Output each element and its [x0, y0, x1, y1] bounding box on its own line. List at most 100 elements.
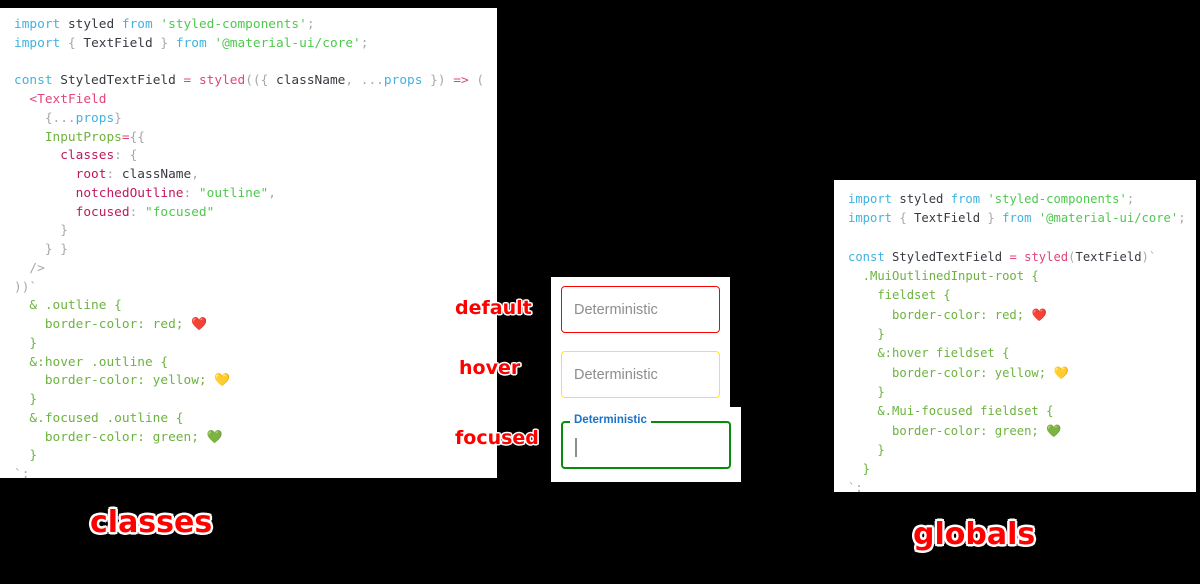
code-token-punc: :: [129, 204, 145, 220]
code-token-kw: const: [14, 73, 53, 89]
code-token-punc: } }: [14, 242, 68, 257]
code-token-prop: root: [14, 167, 107, 182]
code-token-plain: className: [121, 167, 192, 182]
code-block-globals[interactable]: import styled from 'styled-components';i…: [848, 190, 1196, 492]
code-token-css: border-color: red;: [14, 317, 192, 332]
code-token-plain: StyledTextField: [884, 249, 1010, 264]
code-line: }: [848, 460, 1196, 479]
textfield-focused-outline: [561, 421, 731, 469]
code-line: [14, 54, 497, 73]
code-token-prop: notchedOutline: [14, 185, 184, 201]
caption-classes: classes: [90, 505, 213, 540]
code-token-punc: ))`: [14, 279, 38, 295]
code-token-kw: from: [121, 17, 153, 32]
code-token-punc: {: [892, 211, 915, 226]
code-token-plain: TextField: [914, 211, 981, 226]
code-token-css: border-color: yellow;: [848, 365, 1054, 380]
code-token-punc: (({: [245, 73, 277, 89]
code-token-str: '@material-ui/core': [1038, 211, 1179, 226]
code-token-kw: import: [848, 192, 893, 206]
code-line: classes: {: [14, 147, 497, 166]
code-token-punc: }: [14, 223, 68, 239]
code-token-op: =: [1009, 249, 1017, 264]
code-token-emoji: ❤️: [1031, 307, 1047, 322]
code-line: border-color: yellow; 💛: [848, 364, 1196, 383]
code-token-css: & .outline {: [14, 298, 122, 314]
textfield-focused[interactable]: Deterministic: [561, 414, 731, 469]
code-token-punc: }: [152, 35, 176, 51]
code-token-css: .MuiOutlinedInput-root {: [848, 269, 1039, 284]
code-token-op: =: [183, 73, 192, 89]
textfield-default[interactable]: Deterministic: [561, 286, 720, 333]
code-token-kw: import: [14, 17, 61, 32]
code-token-punc: {...: [14, 110, 76, 126]
code-line: &:hover .outline {: [14, 354, 497, 373]
code-token-plain: styled: [60, 17, 122, 32]
code-line: const StyledTextField = styled(TextField…: [848, 248, 1196, 267]
code-line: border-color: red; ❤️: [848, 306, 1196, 325]
code-token-punc: (: [1068, 249, 1076, 264]
code-token-emoji: 💛: [1053, 365, 1069, 380]
code-token-punc: :: [183, 185, 199, 201]
code-token-punc: )`: [1141, 249, 1157, 264]
code-token-punc: ,: [268, 185, 276, 201]
code-token-kw: const: [848, 249, 885, 264]
code-token-kw: from: [950, 192, 981, 206]
code-token-css: border-color: yellow;: [14, 373, 215, 389]
code-line: InputProps={{: [14, 129, 497, 148]
code-token-punc: ,: [345, 73, 361, 89]
code-token-punc: }): [422, 73, 454, 89]
code-line: `;: [14, 466, 497, 478]
code-line: notchedOutline: "outline",: [14, 185, 497, 204]
code-token-kw: from: [175, 35, 207, 51]
code-token-str: 'styled-components': [987, 192, 1127, 206]
code-token-plain: styled: [892, 192, 951, 206]
code-line: & .outline {: [14, 297, 497, 316]
code-token-plain: TextField: [83, 35, 153, 51]
code-token-emoji: 💛: [214, 373, 231, 389]
code-token-punc: `;: [848, 481, 863, 492]
code-token-css: }: [848, 442, 885, 457]
code-line: [848, 229, 1196, 248]
code-token-css: }: [14, 392, 38, 407]
code-token-css: &:hover fieldset {: [848, 346, 1010, 361]
code-token-css: }: [848, 384, 885, 399]
code-token-kw: import: [14, 35, 61, 51]
code-line: }: [14, 391, 497, 410]
code-token-op: =: [121, 129, 130, 145]
code-token-punc: ...: [360, 73, 384, 89]
code-line: focused: "focused": [14, 204, 497, 223]
code-line: }: [14, 222, 497, 241]
code-line: const StyledTextField = styled(({ classN…: [14, 72, 497, 91]
code-token-emoji: 💚: [1046, 423, 1062, 438]
code-token-var: props: [383, 73, 423, 89]
code-token-punc: }: [980, 211, 1003, 226]
code-token-punc: :: [106, 167, 122, 182]
code-token-tag: <TextField: [29, 92, 107, 107]
code-line: />: [14, 260, 497, 279]
textfield-default-placeholder: Deterministic: [574, 301, 658, 318]
code-line: &.focused .outline {: [14, 410, 497, 429]
code-line: .MuiOutlinedInput-root {: [848, 267, 1196, 286]
code-token-css: }: [848, 327, 885, 342]
code-line: }: [14, 335, 497, 354]
code-token-kw: from: [1002, 211, 1032, 226]
state-label-default: default: [455, 297, 532, 319]
code-token-plain: className: [276, 73, 346, 89]
code-token-prop: classes: [14, 148, 115, 164]
code-line: <TextField: [14, 91, 497, 110]
code-token-punc: />: [14, 260, 45, 276]
code-line: fieldset {: [848, 286, 1196, 305]
code-token-emoji: 💚: [206, 429, 223, 445]
code-token-punc: : {: [114, 148, 138, 164]
demo-card-hover: Deterministic: [551, 342, 730, 407]
code-block-classes[interactable]: import styled from 'styled-components';i…: [14, 16, 497, 478]
code-token-plain: [191, 73, 199, 88]
code-token-css: }: [848, 462, 871, 477]
textfield-hover[interactable]: Deterministic: [561, 351, 720, 398]
code-line: border-color: green; 💚: [848, 422, 1196, 441]
code-token-punc: ;: [1126, 192, 1135, 206]
code-line: {...props}: [14, 110, 497, 129]
code-token-css: fieldset {: [848, 288, 951, 303]
code-token-plain: StyledTextField: [52, 73, 184, 89]
